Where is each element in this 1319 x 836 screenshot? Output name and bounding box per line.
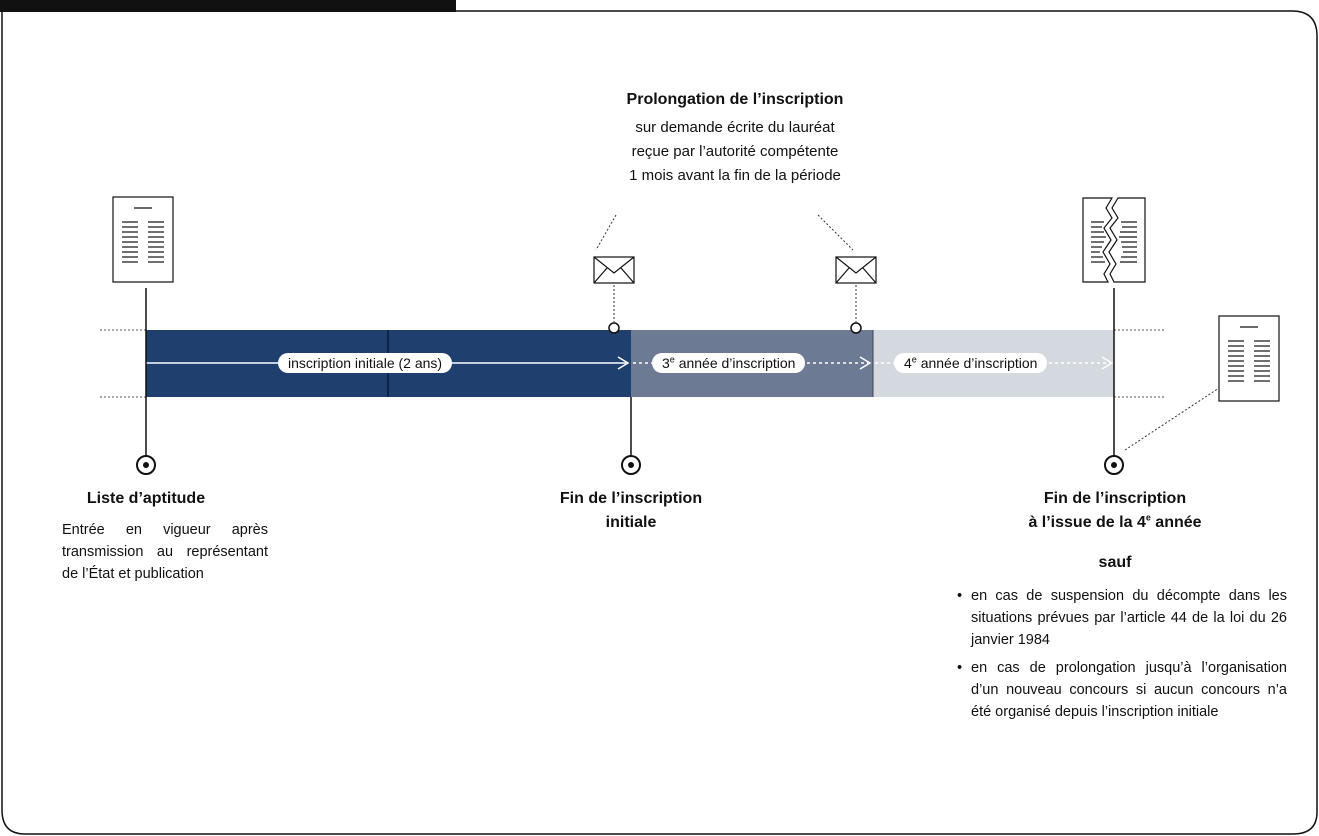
end-fourth-title-line-1: Fin de l’inscription [1043, 490, 1187, 507]
end-fourth-title-line-2: à l’issue de la 4e année [1028, 512, 1202, 531]
document-icon [112, 196, 174, 283]
start-marker-icon [136, 455, 156, 475]
prolongation-line-2: reçue par l’autorité compétente [631, 143, 839, 160]
exception-list: en cas de suspension du décompte dans le… [957, 585, 1287, 729]
end-initial-title-line-2: initiale [605, 514, 657, 531]
torn-document-icon [1082, 197, 1146, 283]
except-label: sauf [1098, 554, 1132, 571]
third-year-label: 3e année d’inscription [652, 353, 806, 373]
prolongation-line-1: sur demande écrite du lauréat [635, 119, 835, 136]
end-initial-title-line-1: Fin de l’inscription [559, 490, 703, 507]
start-milestone-title: Liste d’aptitude [86, 490, 206, 507]
frame-border [1, 10, 1318, 835]
prolongation-line-3: 1 mois avant la fin de la période [629, 167, 841, 184]
initial-period-label: inscription initiale (2 ans) [278, 353, 453, 373]
fourth-year-label: 4e année d’inscription [894, 353, 1048, 373]
exception-item: en cas de prolongation jusqu’à l’organis… [957, 657, 1287, 723]
end-fourth-marker-icon [1104, 455, 1124, 475]
envelope-icon [835, 256, 877, 284]
prolongation-title: Prolongation de l’inscription [626, 91, 844, 108]
start-milestone-text: Entrée en vigueur après transmission au … [62, 522, 268, 582]
document-icon [1218, 315, 1280, 402]
header-tab [0, 0, 456, 12]
envelope-icon [593, 256, 635, 284]
guide-lines [100, 329, 1165, 398]
end-initial-marker-icon [621, 455, 641, 475]
exception-item: en cas de suspension du décompte dans le… [957, 585, 1287, 651]
